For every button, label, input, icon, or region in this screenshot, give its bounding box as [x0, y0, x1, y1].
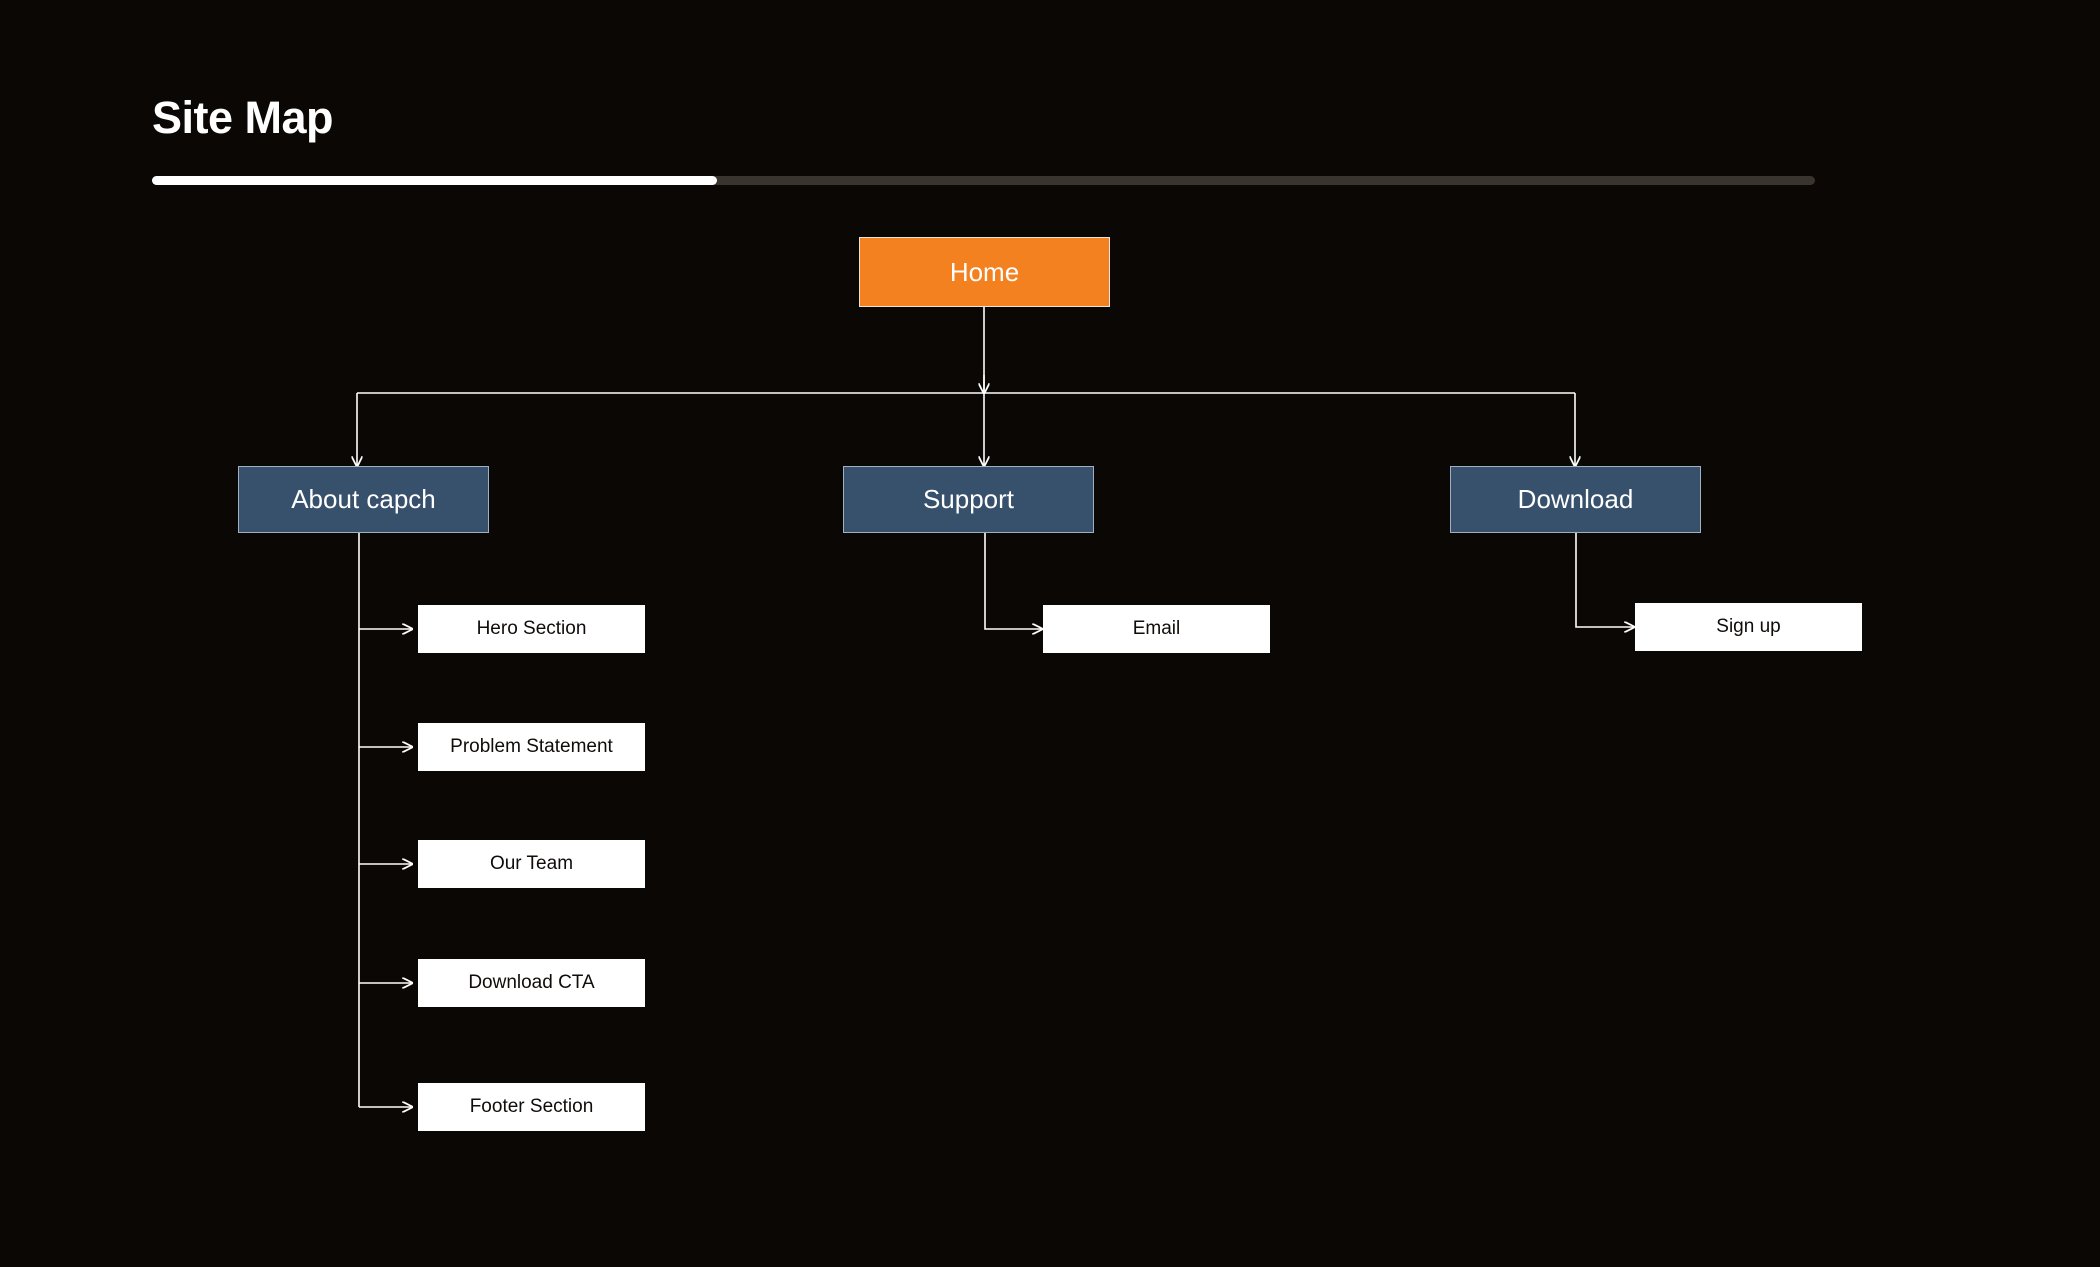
node-problem-statement[interactable]: Problem Statement	[418, 723, 645, 771]
progress-bar-fill	[152, 176, 718, 185]
node-our-team[interactable]: Our Team	[418, 840, 645, 888]
progress-bar-track[interactable]	[152, 176, 1815, 185]
node-home[interactable]: Home	[859, 237, 1110, 307]
node-sign-up[interactable]: Sign up	[1635, 603, 1862, 651]
connector-support-to-email	[984, 533, 1042, 629]
node-download-cta[interactable]: Download CTA	[418, 959, 645, 1007]
connector-download-to-signup	[1575, 533, 1634, 627]
node-hero-section[interactable]: Hero Section	[418, 605, 645, 653]
node-email[interactable]: Email	[1043, 605, 1270, 653]
node-support[interactable]: Support	[843, 466, 1094, 533]
node-about-capch[interactable]: About capch	[238, 466, 489, 533]
node-download[interactable]: Download	[1450, 466, 1701, 533]
node-footer-section[interactable]: Footer Section	[418, 1083, 645, 1131]
page-title: Site Map	[152, 92, 334, 143]
